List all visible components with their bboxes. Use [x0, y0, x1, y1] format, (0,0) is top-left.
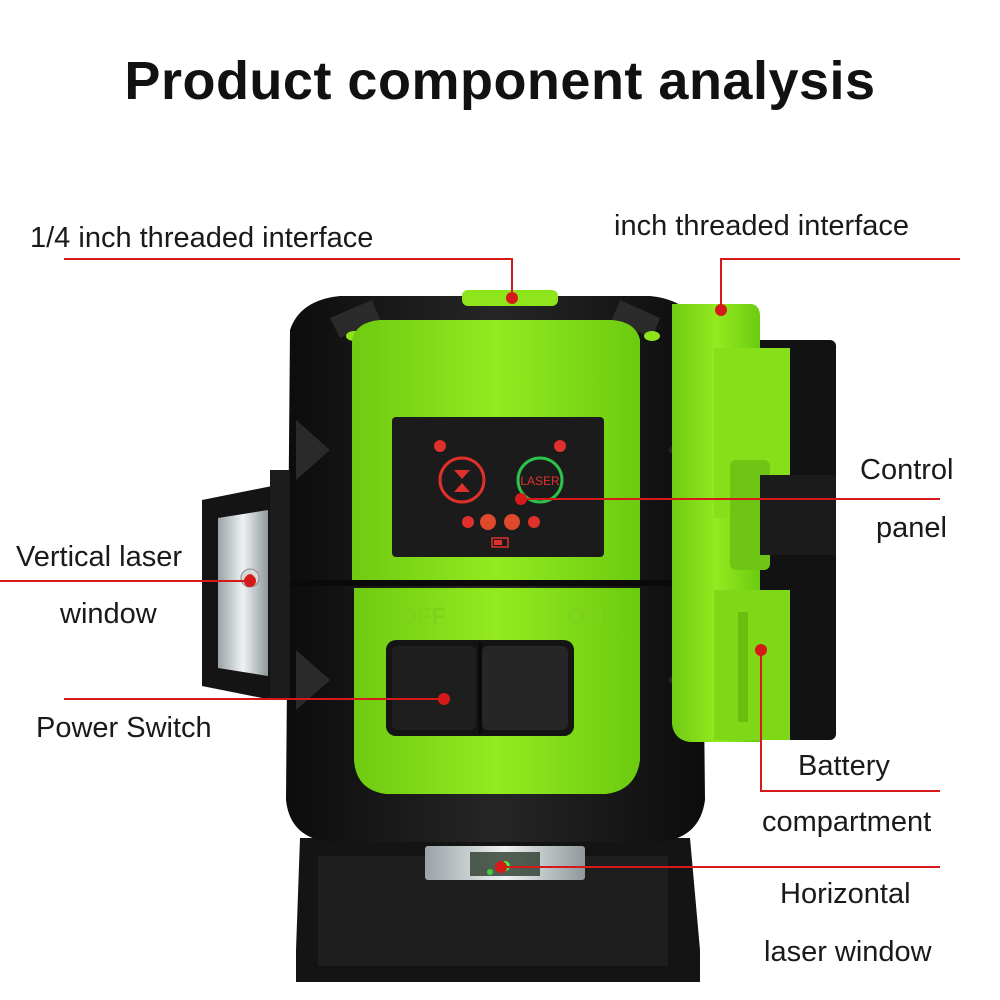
svg-text:LASER: LASER	[520, 474, 560, 488]
label-vertical-window-line2: window	[60, 598, 157, 630]
control-panel-display: LASER	[392, 417, 604, 557]
leader-threaded-left-horizontal	[64, 258, 512, 260]
label-vertical-window-line1: Vertical laser	[16, 541, 183, 573]
pointer-battery	[755, 644, 767, 656]
pointer-power-switch	[438, 693, 450, 705]
pointer-control-panel	[515, 493, 527, 505]
leader-horizontal-window	[500, 866, 940, 868]
pointer-threaded-left	[506, 292, 518, 304]
leader-vertical-window	[0, 580, 248, 582]
svg-text:ON: ON	[567, 603, 603, 630]
pointer-threaded-right	[715, 304, 727, 316]
leader-control-panel	[522, 498, 940, 500]
pointer-horizontal-window	[495, 861, 507, 873]
leader-battery-vertical	[760, 650, 762, 790]
label-power-switch: Power Switch	[36, 712, 212, 744]
vertical-window-module	[202, 470, 290, 700]
svg-text:OFF: OFF	[398, 603, 446, 630]
leader-power-switch	[64, 698, 444, 700]
label-threaded-interface-right: inch threaded interface	[614, 210, 910, 242]
base-housing	[296, 838, 700, 982]
label-battery-line2: compartment	[762, 806, 932, 838]
label-horizontal-window-line2: laser window	[764, 936, 932, 968]
front-panel-lower: OFF ON	[354, 588, 640, 794]
label-battery-line1: Battery	[798, 750, 890, 782]
leader-threaded-right-horizontal	[720, 258, 960, 260]
leader-battery-horizontal	[760, 790, 940, 792]
label-control-panel-line2: panel	[876, 512, 947, 544]
diagram-title: Product component analysis	[124, 51, 876, 111]
leader-threaded-right-vertical	[720, 258, 722, 310]
label-horizontal-window-line1: Horizontal	[780, 878, 911, 910]
leader-threaded-left-vertical	[511, 258, 513, 298]
label-control-panel-line1: Control	[860, 454, 954, 486]
battery-compartment	[672, 304, 836, 742]
pointer-vertical-window	[244, 575, 256, 587]
label-threaded-interface-left: 1/4 inch threaded interface	[30, 222, 374, 254]
